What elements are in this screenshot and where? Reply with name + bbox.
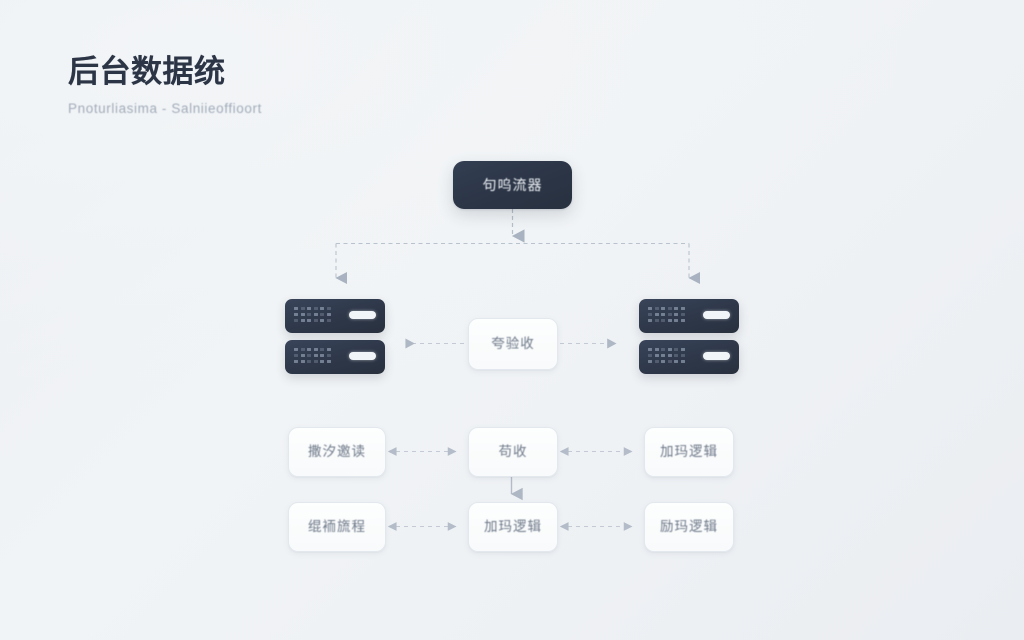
server-unit xyxy=(639,340,739,374)
server-rack-right[interactable] xyxy=(639,299,739,374)
node-label: 加玛逻辑 xyxy=(484,519,542,535)
server-led-indicator xyxy=(349,352,376,360)
server-unit xyxy=(285,299,385,333)
server-lines-icon xyxy=(294,348,331,363)
node-root-label: 句呜流器 xyxy=(482,177,543,193)
server-lines-icon xyxy=(648,348,685,363)
page-subtitle: Pnoturliasima - Salniieoffioort xyxy=(68,101,262,116)
node-row3-left[interactable]: 撒汐邀读 xyxy=(288,427,386,477)
node-label: 绲袻旒程 xyxy=(308,519,366,535)
page-header: 后台数据统 Pnoturliasima - Salniieoffioort xyxy=(68,52,262,117)
server-unit xyxy=(285,340,385,374)
server-led-indicator xyxy=(703,311,730,319)
node-label: 撒汐邀读 xyxy=(308,444,366,460)
server-led-indicator xyxy=(349,311,376,319)
node-label: 夸验收 xyxy=(491,336,535,352)
node-row3-right[interactable]: 加玛逻辑 xyxy=(644,427,734,477)
node-row4-right[interactable]: 励玛逻辑 xyxy=(644,502,734,552)
server-rack-left[interactable] xyxy=(285,299,385,374)
node-root[interactable]: 句呜流器 xyxy=(453,161,572,209)
page-title: 后台数据统 xyxy=(68,54,226,89)
node-label: 励玛逻辑 xyxy=(660,519,718,535)
node-label: 苟收 xyxy=(498,444,528,460)
node-label: 加玛逻辑 xyxy=(660,444,718,460)
node-row4-center[interactable]: 加玛逻辑 xyxy=(468,502,558,552)
server-unit xyxy=(639,299,739,333)
server-lines-icon xyxy=(648,307,685,322)
node-row3-center[interactable]: 苟收 xyxy=(468,427,558,477)
node-row4-left[interactable]: 绲袻旒程 xyxy=(288,502,386,552)
server-lines-icon xyxy=(294,307,331,322)
server-led-indicator xyxy=(703,352,730,360)
node-middle-center[interactable]: 夸验收 xyxy=(468,318,558,370)
